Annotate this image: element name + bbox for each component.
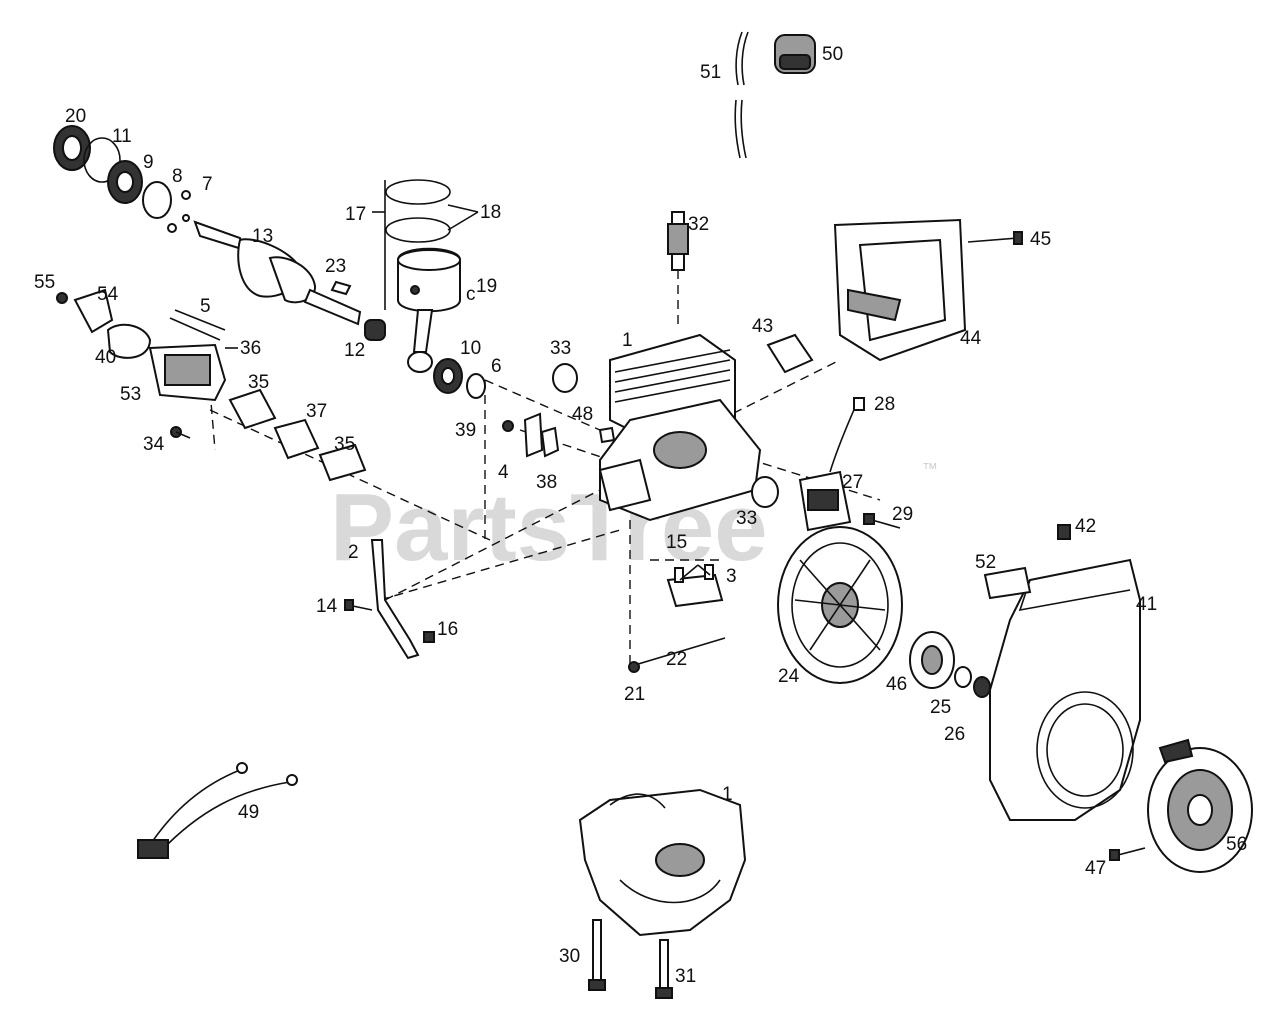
callout-31: 31: [675, 966, 696, 987]
callout-55: 55: [34, 272, 55, 293]
leader-lines: [225, 204, 711, 581]
callout-3: 3: [726, 566, 737, 587]
part-linkage: [628, 564, 726, 673]
callout-56: 56: [1226, 834, 1247, 855]
callout-labels: 20 11 9 8 7 13 23 55 54 5 36 40 53 35 37…: [34, 44, 1247, 987]
callout-25: 25: [930, 697, 951, 718]
callout-35b: 35: [334, 434, 355, 455]
callout-18: 18: [480, 202, 501, 223]
part-muffler-assembly: [766, 218, 1023, 374]
callout-27: 27: [842, 472, 863, 493]
callout-11: 11: [112, 126, 132, 147]
part-intake-gaskets: [228, 388, 367, 482]
callout-1b: 1: [722, 784, 733, 805]
assembly-lines: [209, 270, 881, 670]
callout-48: 48: [572, 404, 593, 425]
callout-44: 44: [960, 328, 982, 349]
callout-33a: 33: [550, 338, 571, 359]
callout-43: 43: [752, 316, 773, 337]
part-starter-cup: [909, 631, 991, 698]
callout-26: 26: [944, 724, 965, 745]
callout-47: 47: [1085, 858, 1106, 879]
part-cylinder-crankcase: [598, 333, 762, 522]
callout-29: 29: [892, 504, 913, 525]
callout-52: 52: [975, 552, 996, 573]
part-fuel-filter: [734, 31, 816, 159]
callout-5: 5: [200, 296, 211, 317]
part-bearing-right: [433, 358, 486, 399]
part-flywheel: [777, 526, 903, 684]
part-throttle-bracket: [344, 539, 435, 660]
callout-23: 23: [325, 256, 346, 277]
callout-32: 32: [688, 214, 709, 235]
part-gasket-right: [751, 476, 779, 508]
callout-50: 50: [822, 44, 843, 65]
callout-54: 54: [97, 284, 119, 305]
callout-20: 20: [65, 106, 86, 127]
callout-34: 34: [143, 434, 165, 455]
callout-41: 41: [1136, 594, 1157, 615]
part-bearing-set: [53, 125, 191, 233]
callout-4: 4: [498, 462, 509, 483]
callout-45: 45: [1030, 229, 1051, 250]
part-key: [330, 280, 352, 296]
callout-7: 7: [202, 174, 213, 195]
callout-40: 40: [95, 347, 116, 368]
callout-30: 30: [559, 946, 580, 967]
callout-6: 6: [491, 356, 502, 377]
callout-19: 19: [476, 276, 497, 297]
part-spark-plug: [667, 211, 689, 271]
callout-13: 13: [252, 226, 273, 247]
part-crankshaft: [193, 220, 386, 341]
callout-12: 12: [344, 340, 365, 361]
part-carburetor-assembly: [56, 288, 227, 439]
part-bolts-lower: [588, 919, 673, 999]
callout-28: 28: [874, 394, 895, 415]
callout-51: 51: [700, 62, 721, 83]
callout-10: 10: [460, 338, 481, 359]
callout-16: 16: [437, 619, 458, 640]
callout-46: 46: [886, 674, 907, 695]
callout-33b: 33: [736, 508, 757, 529]
callout-14: 14: [316, 596, 338, 617]
part-piston-assembly: [384, 179, 461, 373]
callout-8: 8: [172, 166, 183, 187]
part-blower-housing: [983, 524, 1141, 821]
callout-22: 22: [666, 649, 687, 670]
part-gasket-left: [552, 363, 578, 393]
callout-1a: 1: [622, 330, 633, 351]
callout-37: 37: [306, 401, 327, 422]
part-wire-harness: [137, 762, 298, 859]
callout-49: 49: [238, 802, 259, 823]
part-rewind-starter: [1109, 738, 1253, 873]
callout-35a: 35: [248, 372, 269, 393]
callout-c19: c: [466, 284, 476, 305]
callout-38: 38: [536, 472, 557, 493]
watermark-trademark: ™: [922, 461, 938, 478]
part-ignition-module: [798, 397, 901, 532]
callout-24: 24: [778, 666, 800, 687]
callout-53: 53: [120, 384, 141, 405]
callout-36: 36: [240, 338, 261, 359]
callout-17: 17: [345, 204, 366, 225]
part-small-hardware: [502, 412, 616, 458]
callout-15: 15: [666, 532, 687, 553]
part-crankcase-lower: [578, 788, 747, 937]
callout-9: 9: [143, 152, 154, 173]
callout-2: 2: [348, 542, 359, 563]
callout-42: 42: [1075, 516, 1096, 537]
callout-39: 39: [455, 420, 476, 441]
callout-21: 21: [624, 684, 645, 705]
